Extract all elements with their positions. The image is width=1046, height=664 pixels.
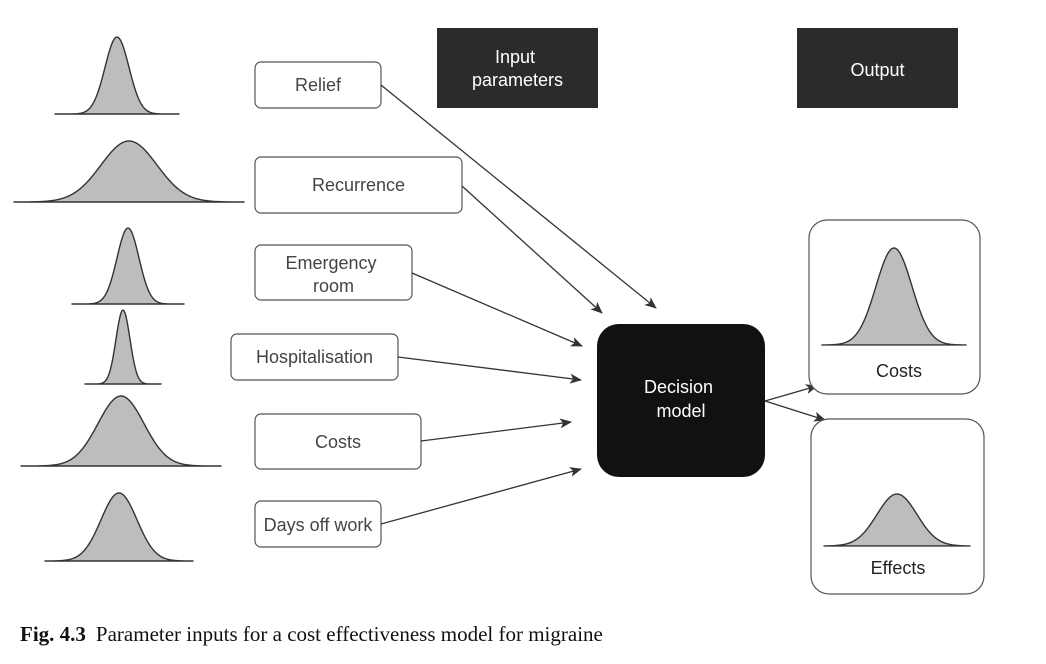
decision-model-box: Decision model — [597, 324, 765, 477]
emergency-room-distribution-curve — [71, 227, 185, 305]
input-box-recurrence: Recurrence — [254, 156, 463, 214]
arrow-emergency-room — [411, 272, 583, 347]
costs-distribution-curve — [20, 395, 222, 467]
emergency-room-label-line-1: Emergency — [285, 253, 376, 273]
input-box-days-off-work: Days off work — [254, 500, 382, 548]
input-box-relief: Relief — [254, 61, 382, 109]
hospitalisation-distribution-curve — [84, 309, 162, 385]
arrow-days-off-work — [380, 467, 582, 525]
arrow-relief — [380, 84, 657, 309]
output-box-costs: Costs — [808, 219, 981, 395]
hospitalisation-label: Hospitalisation — [256, 347, 373, 367]
svg-text:Decision model: Decision model — [644, 377, 718, 421]
output-header-label: Output — [850, 60, 904, 80]
input-box-hospitalisation: Hospitalisation — [230, 333, 399, 381]
arrow-to-effects-output — [764, 400, 826, 422]
input-header-line-1: Input — [495, 47, 535, 67]
svg-text:Hospitalisation: Hospitalisation — [256, 347, 373, 367]
effects-output-label: Effects — [871, 558, 926, 578]
svg-text:Days off work: Days off work — [264, 515, 374, 535]
days-off-work-label: Days off work — [264, 515, 374, 535]
costs-input-label: Costs — [315, 432, 361, 452]
input-parameters-header: Input parameters — [437, 28, 598, 108]
emergency-room-label-line-2: room — [313, 276, 354, 296]
output-arrows — [764, 384, 826, 422]
figure-caption: Fig. 4.3 Parameter inputs for a cost effe… — [20, 622, 1020, 647]
effects-output-distribution-curve — [823, 493, 971, 547]
input-box-costs: Costs — [254, 413, 422, 470]
svg-text:Costs: Costs — [315, 432, 361, 452]
figure-caption-text: Parameter inputs for a cost effectivenes… — [95, 622, 603, 646]
input-box-emergency-room: Emergency room — [254, 244, 413, 301]
svg-text:Input parameters: Input parameters — [472, 47, 563, 90]
input-arrows — [380, 84, 657, 525]
arrow-hospitalisation — [397, 356, 582, 384]
figure-number: Fig. 4.3 — [20, 622, 86, 646]
output-box-effects: Effects — [810, 418, 985, 595]
arrow-to-costs-output — [764, 384, 818, 402]
relief-label: Relief — [295, 75, 342, 95]
costs-output-label: Costs — [876, 361, 922, 381]
input-distributions — [13, 36, 245, 562]
output-header: Output — [797, 28, 958, 108]
recurrence-distribution-curve — [13, 140, 245, 203]
relief-distribution-curve — [54, 36, 180, 115]
decision-model-line-2: model — [656, 401, 705, 421]
arrow-costs — [420, 418, 572, 442]
arrow-recurrence — [461, 185, 603, 314]
days-off-work-distribution-curve — [44, 492, 194, 562]
svg-text:Relief: Relief — [295, 75, 342, 95]
costs-output-distribution-curve — [821, 247, 967, 346]
recurrence-label: Recurrence — [312, 175, 405, 195]
decision-model-line-1: Decision — [644, 377, 713, 397]
svg-text:Emergency room: Emergency room — [285, 253, 381, 296]
svg-text:Recurrence: Recurrence — [312, 175, 405, 195]
input-header-line-2: parameters — [472, 70, 563, 90]
